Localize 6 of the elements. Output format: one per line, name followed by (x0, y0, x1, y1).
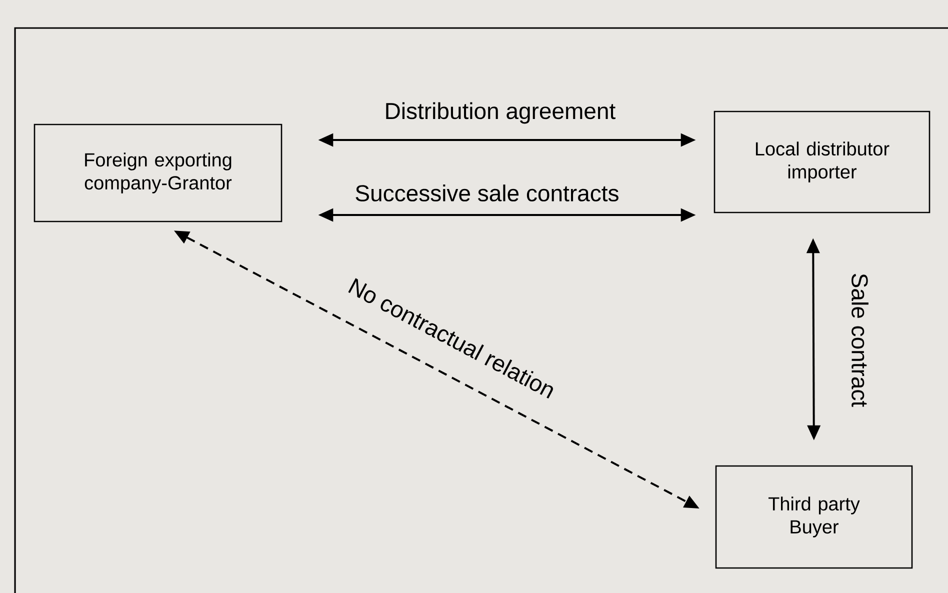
edge-label: Distribution agreement (383, 101, 617, 125)
party-box: Third party Buyer (715, 465, 913, 569)
party-box: Local distributor importer (714, 110, 930, 214)
edge-label: Successive sale contracts (354, 184, 620, 202)
party-box: Foreign exporting company-Grantor (34, 124, 282, 222)
edge-label: Sale contract (850, 272, 870, 408)
